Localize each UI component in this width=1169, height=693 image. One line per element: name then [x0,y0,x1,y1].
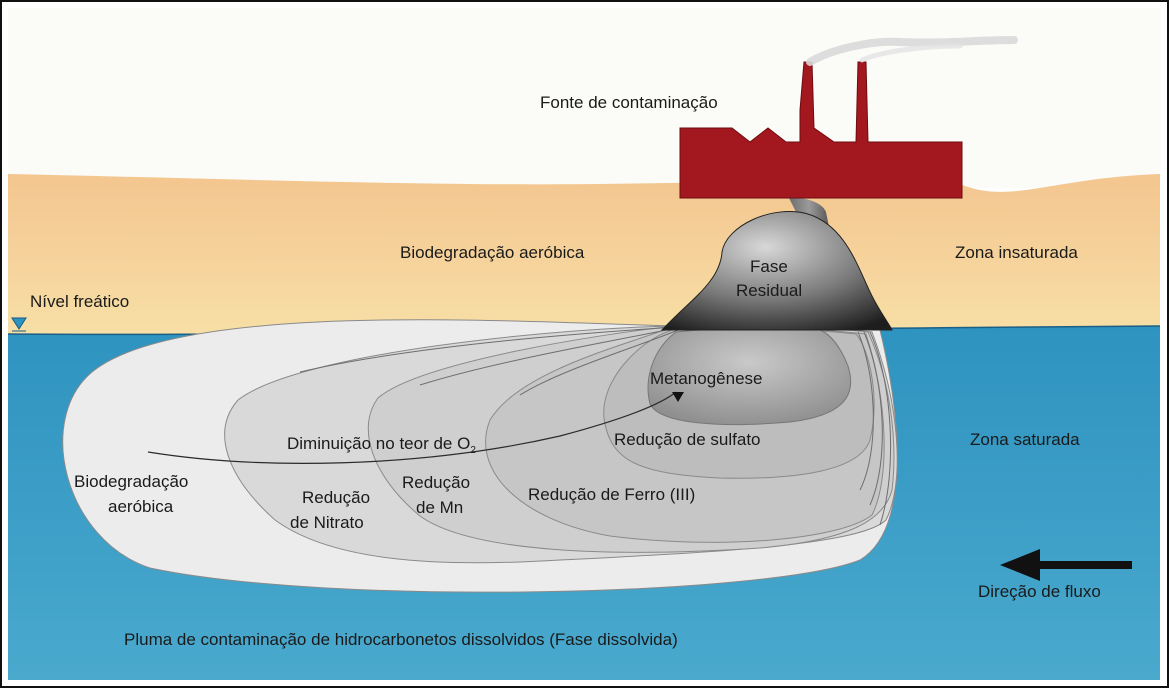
manganese-reduction-label-line2: de Mn [416,498,463,517]
manganese-reduction-label-line1: Redução [402,473,470,492]
water-table-marker-icon [11,317,27,330]
oxygen-decrease-line [147,391,677,464]
saturated-zone-label: Zona saturada [970,430,1080,449]
oxygen-subscript: 2 [470,445,476,456]
aerobic-unsaturated-label: Biodegradação aeróbica [400,243,585,262]
source-label: Fonte de contaminação [540,93,718,112]
residual-phase-body [660,211,893,331]
water-table-label: Nível freático [30,292,129,311]
methanogenesis-label: Metanogênese [650,369,762,388]
nitrate-reduction-label-line1: Redução [302,488,370,507]
oxygen-decrease-label: Diminuição no teor de O2 [287,434,476,456]
nitrate-reduction-label-line2: de Nitrato [290,513,364,532]
oxygen-decrease-text: Diminuição no teor de O [287,434,470,453]
sulfate-reduction-label: Redução de sulfato [614,430,761,449]
flow-direction-arrow-icon [1000,549,1132,581]
plume-streamlines [299,326,892,526]
aerobic-plume-label-line2: aeróbica [108,497,174,516]
methanogenesis-marker-icon [672,392,684,402]
factory-icon [679,36,1018,199]
residual-phase-label-line2: Residual [736,281,802,300]
residual-phase-label-line1: Fase [750,257,788,276]
unsaturated-zone-area [8,174,1160,334]
iron-reduction-label: Redução de Ferro (III) [528,485,695,504]
flow-direction-label: Direção de fluxo [978,582,1101,601]
aerobic-plume-label-line1: Biodegradação [74,472,188,491]
plume-caption-label: Pluma de contaminação de hidrocarbonetos… [124,630,678,649]
unsaturated-zone-label: Zona insaturada [955,243,1078,262]
